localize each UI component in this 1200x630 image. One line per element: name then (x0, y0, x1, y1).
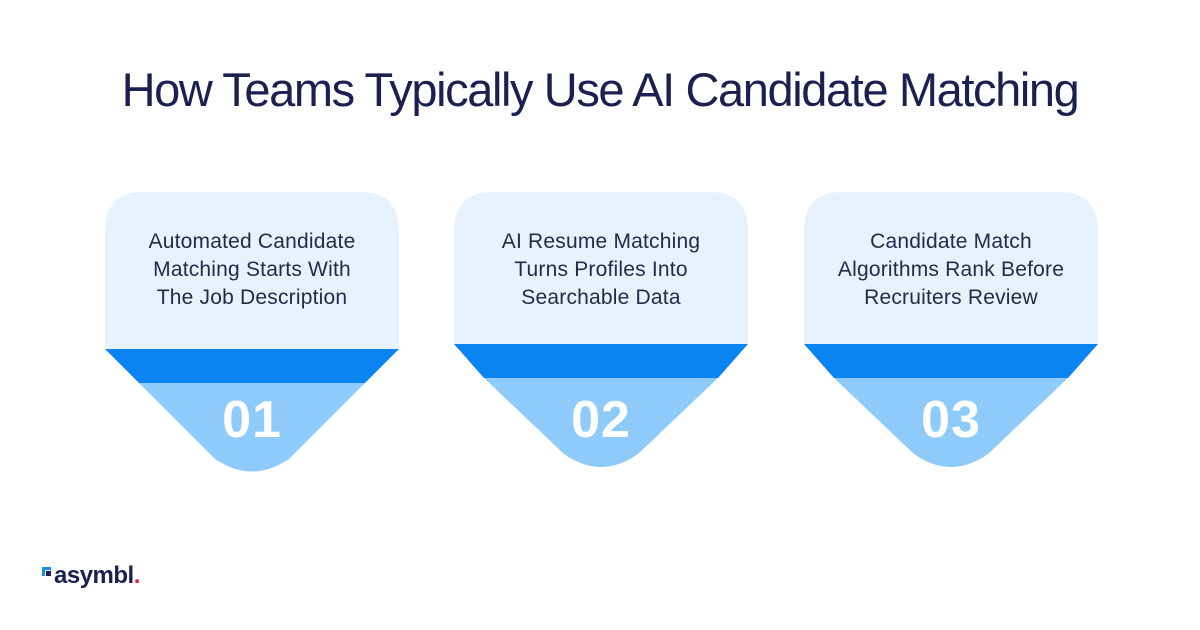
card-text-line: Recruiters Review (864, 286, 1038, 309)
step-number: 01 (222, 391, 282, 449)
asymbl-logo: asymbl. (42, 560, 140, 590)
card-shape (804, 192, 1098, 467)
logo-dot: . (133, 562, 141, 589)
logo-wordmark: asymbl. (54, 562, 140, 590)
card-text-line: Searchable Data (521, 286, 681, 309)
card-text-line: Automated Candidate (148, 230, 356, 253)
card-text-line: Algorithms Rank Before (837, 258, 1065, 281)
card-text-line: AI Resume Matching (501, 230, 701, 253)
card-text-line: Candidate Match (870, 230, 1032, 253)
card-description: AI Resume Matching Turns Profiles Into S… (466, 228, 736, 312)
step-card-2: AI Resume Matching Turns Profiles Into S… (452, 192, 750, 476)
page-title: How Teams Typically Use AI Candidate Mat… (121, 63, 1080, 116)
step-number: 02 (571, 391, 631, 449)
card-shape (105, 192, 399, 472)
card-description: Automated Candidate Matching Starts With… (117, 228, 387, 312)
card-text-line: Matching Starts With (153, 258, 351, 281)
card-text-line: Turns Profiles Into (514, 258, 688, 281)
logo-mark-icon (42, 567, 51, 576)
step-number: 03 (921, 391, 981, 449)
logo-name: asymbl (54, 562, 134, 589)
card-shape (454, 192, 748, 467)
card-description: Candidate Match Algorithms Rank Before R… (816, 228, 1086, 312)
step-card-1: Automated Candidate Matching Starts With… (103, 192, 401, 476)
card-text-line: The Job Description (156, 286, 348, 309)
step-card-3: Candidate Match Algorithms Rank Before R… (802, 192, 1100, 476)
